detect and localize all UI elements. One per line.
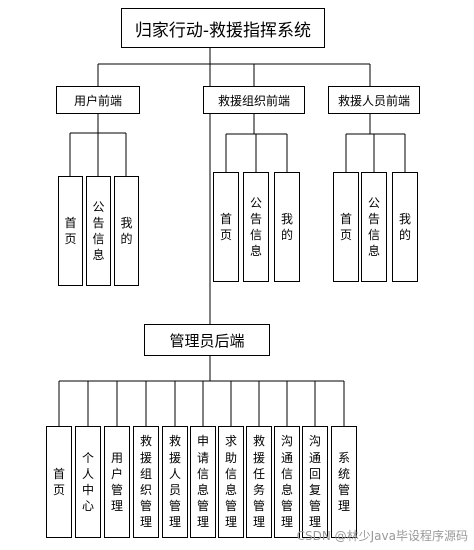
admin-leaf-label: 救援任务管理 xyxy=(252,434,265,530)
leaf-node: 首页 xyxy=(333,172,359,282)
admin-leaf-node: 首页 xyxy=(46,426,72,538)
admin-leaf-label: 救援组织管理 xyxy=(139,434,152,530)
admin-backend-node: 管理员后端 xyxy=(144,324,270,356)
admin-leaf-label: 个人中心 xyxy=(81,450,94,514)
admin-leaf-node: 求助信息管理 xyxy=(218,426,244,538)
admin-leaf-label: 首页 xyxy=(52,466,65,497)
leaf-node: 公告信息 xyxy=(361,172,387,282)
leaf-node-label: 我的 xyxy=(120,215,133,246)
leaf-node: 我的 xyxy=(392,172,418,282)
admin-leaf-node: 救援组织管理 xyxy=(133,426,159,538)
root-node-label: 归家行动-救援指挥系统 xyxy=(134,20,312,41)
leaf-node-label: 我的 xyxy=(398,211,411,242)
group-node-rescuer-frontend: 救援人员前端 xyxy=(328,86,420,114)
leaf-node-label: 首页 xyxy=(64,215,77,246)
leaf-node-label: 公告信息 xyxy=(249,195,262,259)
admin-leaf-node: 个人中心 xyxy=(75,426,101,538)
admin-leaf-label: 用户管理 xyxy=(110,450,123,514)
leaf-node-label: 公告信息 xyxy=(367,195,380,259)
group-node-label: 救援组织前端 xyxy=(217,93,290,108)
admin-backend-label: 管理员后端 xyxy=(169,331,245,350)
admin-leaf-label: 系统管理 xyxy=(337,450,350,514)
group-node-label: 救援人员前端 xyxy=(337,93,410,108)
group-node-user-frontend: 用户前端 xyxy=(56,86,140,114)
root-node: 归家行动-救援指挥系统 xyxy=(121,8,325,48)
leaf-node: 公告信息 xyxy=(243,172,269,282)
group-node-label: 用户前端 xyxy=(73,93,122,108)
leaf-node: 我的 xyxy=(114,176,139,286)
admin-leaf-label: 救援人员管理 xyxy=(168,434,181,530)
admin-leaf-node: 救援任务管理 xyxy=(246,426,272,538)
group-node-rescue-org-frontend: 救援组织前端 xyxy=(203,86,305,114)
leaf-node: 公告信息 xyxy=(86,176,111,286)
leaf-node: 我的 xyxy=(274,172,300,282)
admin-leaf-node: 救援人员管理 xyxy=(162,426,188,538)
leaf-node-label: 首页 xyxy=(339,211,352,242)
admin-leaf-node: 用户管理 xyxy=(104,426,130,538)
watermark-text: CSDN @林少Java毕设程序源码 xyxy=(296,529,468,543)
leaf-node: 首页 xyxy=(58,176,83,286)
admin-leaf-node: 沟通信息管理 xyxy=(274,426,300,538)
leaf-node-label: 我的 xyxy=(280,211,293,242)
admin-leaf-label: 申请信息管理 xyxy=(196,434,209,530)
admin-leaf-node: 申请信息管理 xyxy=(190,426,216,538)
admin-leaf-node: 系统管理 xyxy=(331,426,357,538)
admin-leaf-label: 沟通回复管理 xyxy=(308,434,321,530)
admin-leaf-node: 沟通回复管理 xyxy=(302,426,328,538)
admin-leaf-label: 求助信息管理 xyxy=(224,434,237,530)
admin-leaf-label: 沟通信息管理 xyxy=(280,434,293,530)
leaf-node-label: 首页 xyxy=(219,211,232,242)
leaf-node-label: 公告信息 xyxy=(92,199,105,263)
leaf-node: 首页 xyxy=(213,172,239,282)
